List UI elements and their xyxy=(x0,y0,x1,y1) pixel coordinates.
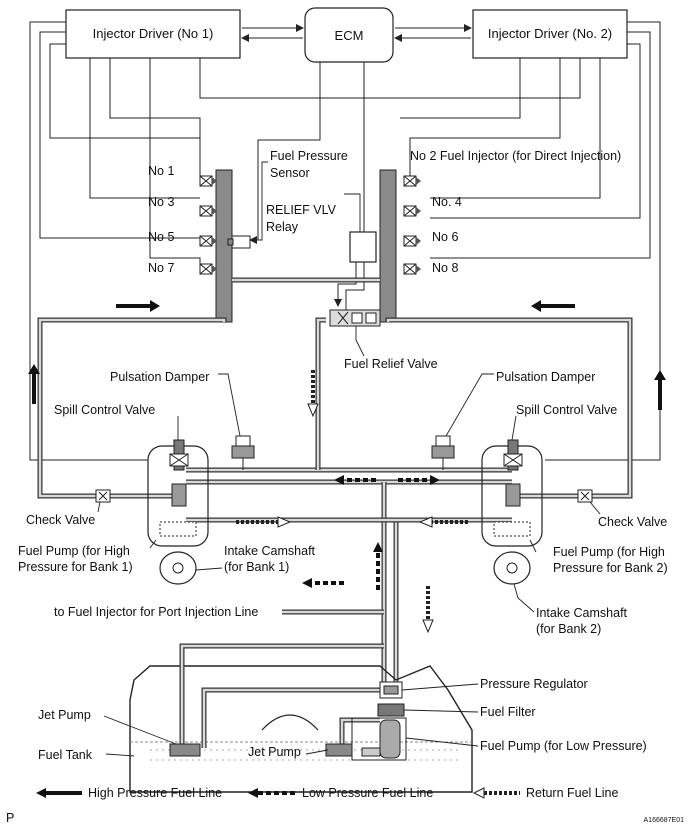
label-intake-cam-bank1-line1: Intake Camshaft xyxy=(224,544,316,558)
fuel-pump-bank1-body xyxy=(147,439,209,547)
injector-no8-icon xyxy=(403,263,421,275)
label-fuel-pump-bank1-line1: Fuel Pump (for High xyxy=(18,544,130,558)
label-no7: No 7 xyxy=(148,261,174,275)
label-fuel-pressure: Fuel Pressure xyxy=(270,149,348,163)
legend: High Pressure Fuel Line Low Pressure Fue… xyxy=(36,786,618,800)
label-jet-pump-center: Jet Pump xyxy=(248,745,301,759)
injector-driver-1-box: Injector Driver (No 1) xyxy=(65,9,241,59)
label-fuel-pump-bank2-line1: Fuel Pump (for High xyxy=(553,545,665,559)
label-pulsation-damper-right: Pulsation Damper xyxy=(496,370,595,384)
injector-no6-icon xyxy=(403,235,421,247)
pulsation-damper-left-icon xyxy=(231,435,255,470)
injector-no7-icon xyxy=(199,263,217,275)
wiring-harness xyxy=(29,21,661,461)
injector-driver-2-label: Injector Driver (No. 2) xyxy=(488,26,612,41)
label-port-injection: to Fuel Injector for Port Injection Line xyxy=(54,605,258,619)
label-spill-control-right: Spill Control Valve xyxy=(516,403,617,417)
fuel-tank-outline xyxy=(129,665,473,793)
label-pressure-regulator: Pressure Regulator xyxy=(480,677,588,691)
label-check-valve-left: Check Valve xyxy=(26,513,95,527)
label-pulsation-damper-left: Pulsation Damper xyxy=(110,370,209,384)
pulsation-damper-right-icon xyxy=(431,435,455,470)
legend-high-pressure-label: High Pressure Fuel Line xyxy=(88,786,222,800)
fuel-pump-low-icon xyxy=(351,717,407,761)
label-fuel-pump-bank1-line2: Pressure for Bank 1) xyxy=(18,560,133,574)
fuel-rail-bank1 xyxy=(215,169,233,323)
label-fuel-filter: Fuel Filter xyxy=(480,705,536,719)
injector-no4-icon xyxy=(403,205,421,217)
label-fuel-pump-bank2-line2: Pressure for Bank 2) xyxy=(553,561,668,575)
label-fuel-tank: Fuel Tank xyxy=(38,748,93,762)
label-no5: No 5 xyxy=(148,230,174,244)
return-flow-arrows xyxy=(236,370,468,634)
legend-return-arrow xyxy=(472,787,520,799)
injectors-bank2 xyxy=(403,175,421,275)
return-line-center xyxy=(315,317,326,470)
legend-low-pressure-arrow xyxy=(248,788,296,798)
label-relief-vlv: RELIEF VLV xyxy=(266,203,337,217)
intake-camshaft-bank2-icon xyxy=(493,551,531,585)
injectors-bank1 xyxy=(199,175,217,275)
jet-pump-left-icon xyxy=(169,743,201,757)
legend-low-pressure-label: Low Pressure Fuel Line xyxy=(302,786,433,800)
fuel-pressure-sensor-icon xyxy=(227,235,251,249)
ecm-box: ECM xyxy=(304,7,394,63)
label-no4: No. 4 xyxy=(432,195,462,209)
low-pressure-flow-arrows xyxy=(302,475,440,590)
label-no8: No 8 xyxy=(432,261,458,275)
fuel-rail-bank2 xyxy=(379,169,397,323)
check-valve-right-icon xyxy=(577,489,593,503)
ecm-signal-lines xyxy=(241,24,472,42)
high-pressure-flow-arrows xyxy=(28,300,666,410)
ecm-label: ECM xyxy=(335,28,364,43)
injector-driver-2-box: Injector Driver (No. 2) xyxy=(472,9,628,59)
high-pressure-pipes xyxy=(37,317,633,499)
pressure-regulator-icon xyxy=(379,681,403,699)
legend-high-pressure-arrow xyxy=(36,788,82,798)
injector-no3-icon xyxy=(199,205,217,217)
label-no1: No 1 xyxy=(148,164,174,178)
footer-left: P xyxy=(6,811,14,825)
injector-driver-1-label: Injector Driver (No 1) xyxy=(93,26,214,41)
label-no2-injector: No 2 Fuel Injector (for Direct Injection… xyxy=(410,149,621,163)
label-sensor: Sensor xyxy=(270,166,310,180)
label-jet-pump-left: Jet Pump xyxy=(38,708,91,722)
label-check-valve-right: Check Valve xyxy=(598,515,667,529)
label-fuel-relief-valve: Fuel Relief Valve xyxy=(344,357,438,371)
callout-leaders xyxy=(97,161,601,757)
check-valve-left-icon xyxy=(95,489,111,503)
label-spill-control-left: Spill Control Valve xyxy=(54,403,155,417)
tank-internal-pipes xyxy=(179,643,384,748)
label-no6: No 6 xyxy=(432,230,458,244)
label-intake-cam-bank1-line2: (for Bank 1) xyxy=(224,560,289,574)
relief-valve-relay-box xyxy=(349,231,377,263)
tank-feed-pipes xyxy=(186,482,512,686)
fuel-relief-valve-icon xyxy=(329,309,381,327)
label-fuel-pump-low: Fuel Pump (for Low Pressure) xyxy=(480,739,647,753)
jet-pump-center-icon xyxy=(325,743,353,757)
fuel-pump-bank2-body xyxy=(481,439,543,547)
callout-labels: No 1 No 3 No 5 No 7 No. 4 No 6 No 8 Fuel… xyxy=(18,149,668,762)
intake-camshaft-bank1-icon xyxy=(159,551,197,585)
injector-no1-icon xyxy=(199,175,217,187)
injector-no5-icon xyxy=(199,235,217,247)
injector-no2-icon xyxy=(403,175,421,187)
label-intake-cam-bank2-line2: (for Bank 2) xyxy=(536,622,601,636)
label-relay: Relay xyxy=(266,220,299,234)
label-no3: No 3 xyxy=(148,195,174,209)
label-intake-cam-bank2-line1: Intake Camshaft xyxy=(536,606,628,620)
footer-right: A166687E01 xyxy=(644,817,685,824)
legend-return-label: Return Fuel Line xyxy=(526,786,618,800)
fuel-filter-icon xyxy=(377,703,405,717)
